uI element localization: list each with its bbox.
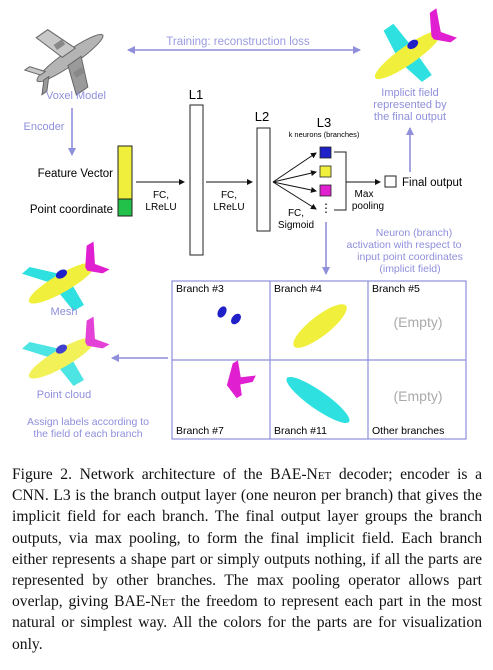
layer-l2-box [256,127,271,232]
final-output-box [384,175,397,188]
figure-caption: Figure 2. Network architecture of the BA… [12,464,482,655]
point-cloud-label: Point cloud [37,389,91,401]
caption-part3: the freedom to represent each part in th… [12,593,482,653]
fc1-line2: LReLU [145,202,176,213]
point-cloud-airplane-icon [22,316,110,386]
activation-line1: Neuron (branch) [376,227,452,239]
max-pooling-line2: pooling [352,201,384,212]
other-branches-empty: (Empty) [394,388,443,404]
point-coordinate-label: Point coordinate [30,204,113,216]
l2-to-l3-arrows [272,152,317,210]
feature-vector-label: Feature Vector [38,168,114,180]
training-label: Training: reconstruction loss [166,36,310,48]
layer-l3-label: L3 [317,115,331,130]
voxel-airplane-icon [23,29,104,96]
mesh-airplane-icon [22,241,110,311]
fc1-line1: FC, [153,190,169,201]
branch-7-tail-icon [226,360,256,399]
caption-bae-net-2: BAE-Net [114,593,176,611]
fc-sigmoid-line2: Sigmoid [278,220,314,231]
final-output-label: Final output [402,177,463,189]
feature-vector-bar [117,145,133,200]
implicit-field-line1: Implicit field [381,87,438,99]
mesh-label: Mesh [51,306,78,318]
voxel-model-label: Voxel Model [46,90,106,102]
caption-prefix: Figure 2. Network architecture of the [12,466,271,483]
other-branches-label: Other branches [372,425,444,437]
caption-part2: decoder; encoder is a CNN. L3 is the bra… [12,466,482,611]
branch-7-label: Branch #7 [176,425,224,437]
activation-line2: activation with respect to [347,239,462,251]
caption-bae-net-1: BAE-Net [270,466,332,483]
implicit-field-line3: the final output [374,111,446,123]
activation-line3: input point coordinates [357,251,463,263]
fc2-line2: LReLU [213,202,244,213]
branch-3-engines-icon [217,306,241,325]
output-airplane-icon [374,8,457,82]
neuron-yellow [319,165,332,178]
point-coordinate-bar [117,198,133,217]
implicit-field-line2: represented by [373,99,447,111]
encoder-label: Encoder [24,121,65,133]
activation-line4: (implicit field) [379,263,440,275]
layer-l1-box [189,104,204,256]
layer-l2-label: L2 [255,109,269,124]
layer-l1-label: L1 [189,87,203,102]
branch-4-fuselage-icon [293,304,347,348]
branch-4-label: Branch #4 [274,283,322,295]
k-neurons-label: k neurons (branches) [289,130,360,139]
network-architecture-diagram: Training: reconstruction loss Voxel Mode… [22,8,467,440]
assign-labels-line1: Assign labels according to [27,416,149,428]
neuron-magenta [319,184,332,197]
branch-11-wings-icon [286,376,350,424]
branch-3-label: Branch #3 [176,283,224,295]
max-pooling-line1: Max [355,189,374,200]
fc2-line1: FC, [221,190,237,201]
branch-5-empty: (Empty) [394,314,443,330]
neuron-ellipsis: ⋮ [320,201,332,215]
branch-5-label: Branch #5 [372,283,420,295]
branch-grid [171,280,467,440]
pooling-bracket [334,151,347,211]
neuron-navy [319,146,332,159]
assign-labels-line2: the field of each branch [33,428,142,440]
fc-sigmoid-line1: FC, [288,208,304,219]
branch-11-label: Branch #11 [274,425,327,437]
